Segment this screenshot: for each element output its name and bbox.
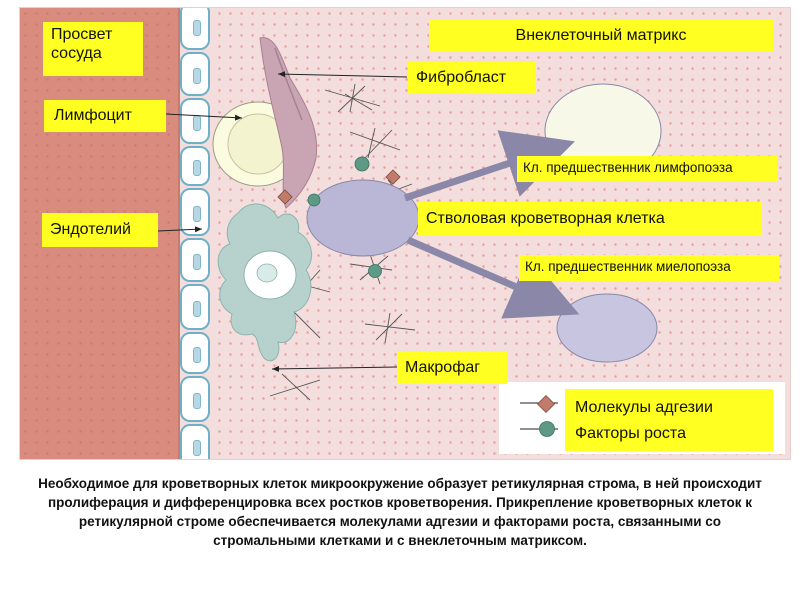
endothelium-label: Эндотелий [42,213,158,247]
caption-text: Необходимое для кроветворных клеток микр… [30,474,770,550]
fibroblast-label: Фибробласт [408,62,536,94]
lumen-label: Просвет сосуда [43,22,143,76]
myeloid-progenitor-label: Кл. предшественник миелопоэза [519,255,779,281]
legend-labels: Молекулы адгезии Факторы роста [565,389,773,451]
lymphocyte-label: Лимфоцит [44,100,166,132]
growth-legend-icon [540,422,555,437]
myeloid-progenitor-cell [557,294,657,362]
lymphoid-progenitor-label: Кл. предшественник лимфопоэза [517,156,777,182]
stem-cell-label: Стволовая кроветворная клетка [418,202,762,236]
legend-growth-text: Факторы роста [575,421,763,447]
macrophage-label: Макрофаг [397,352,507,384]
legend-adhesion-text: Молекулы адгезии [575,395,763,421]
diagram-figure: Просвет сосуда Внеклеточный матрикс Фибр… [19,7,791,460]
macrophage-nucleolus [257,264,277,282]
stem-cell [307,180,419,256]
ecm-label: Внеклеточный матрикс [429,20,773,52]
